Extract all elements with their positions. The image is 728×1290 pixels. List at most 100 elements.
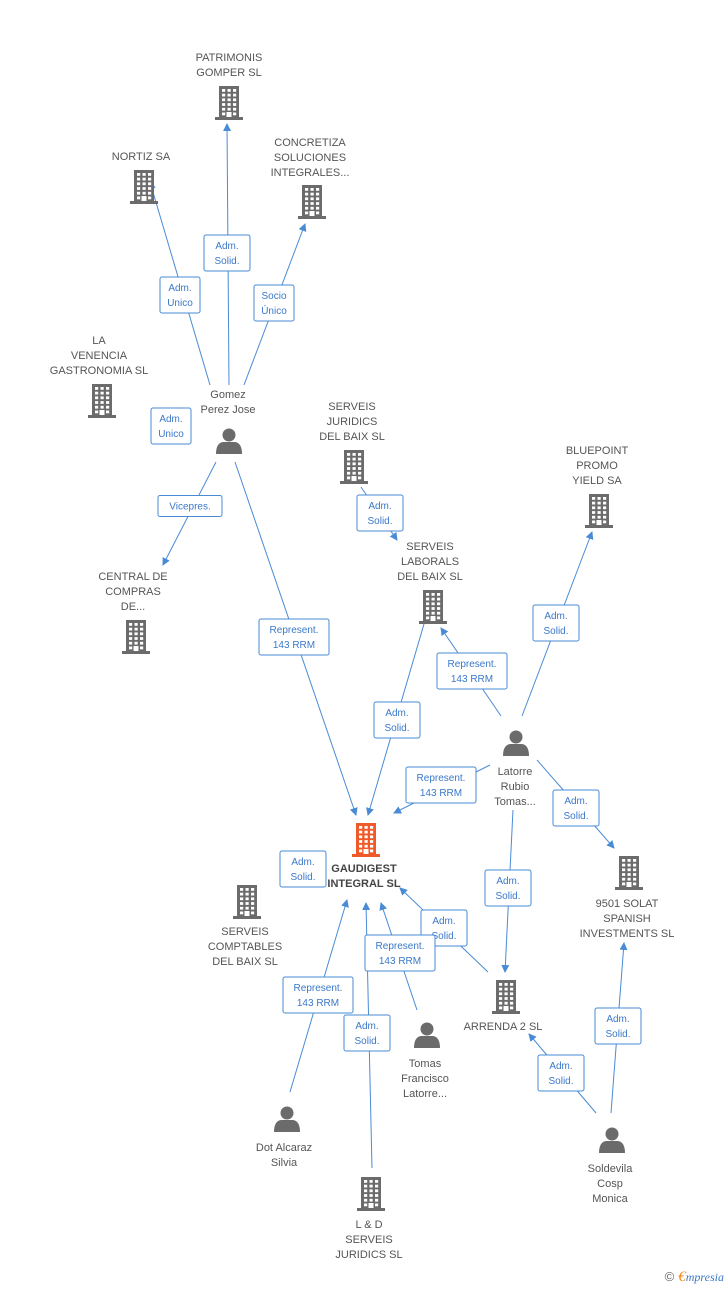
edge-label-text: Represent. <box>270 625 319 636</box>
edge-label[interactable]: Adm.Solid. <box>203 234 251 272</box>
building-icon <box>352 823 380 857</box>
edge-label[interactable]: Adm.Solid. <box>532 604 580 642</box>
edge-label-box <box>537 1054 585 1092</box>
node-label: BLUEPOINT <box>566 445 629 457</box>
edge-label[interactable]: Represent.143 RRM <box>405 766 477 804</box>
edge-label-text: 143 RRM <box>379 956 421 967</box>
edge-label-text: Represent. <box>294 983 343 994</box>
node-label: SERVEIS <box>328 401 376 413</box>
edge-label[interactable]: Represent.143 RRM <box>364 934 436 972</box>
edge-label[interactable]: Adm.Solid. <box>484 869 532 907</box>
node-arrenda[interactable]: ARRENDA 2 SL <box>464 980 543 1033</box>
node-label: L & D <box>355 1219 382 1231</box>
edge-label[interactable]: Adm. Solid. <box>552 789 600 827</box>
nodes-layer: PATRIMONIS GOMPER SL NORTIZ SA CONCRETIZASO… <box>50 52 675 1261</box>
node-label: DE... <box>121 601 145 613</box>
building-icon <box>298 185 326 219</box>
building-icon <box>492 980 520 1014</box>
node-label: INTEGRAL SL <box>327 878 400 890</box>
node-label: Perez Jose <box>200 404 255 416</box>
edge-label-text: Adm. <box>168 283 191 294</box>
edge-label-box <box>157 495 223 517</box>
edge-label-text: Unico <box>167 298 193 309</box>
edge-label-box <box>594 1007 642 1045</box>
edge-label-box <box>343 1014 391 1052</box>
edge-label-text: Adm. <box>606 1014 629 1025</box>
person-icon <box>274 1106 300 1132</box>
node-label: DEL BAIX SL <box>397 571 463 583</box>
node-label: JURIDICS SL <box>335 1249 402 1261</box>
building-icon <box>585 494 613 528</box>
edge-label[interactable]: Represent.143 RRM <box>282 976 354 1014</box>
edge-label-box <box>405 766 477 804</box>
edge-label[interactable]: Adm.Solid. <box>356 494 404 532</box>
node-nortiz[interactable]: NORTIZ SA <box>112 151 171 204</box>
node-label: DEL BAIX SL <box>212 956 278 968</box>
node-label: GAUDIGEST <box>331 863 397 875</box>
edge-label[interactable]: Adm. Unico <box>159 276 201 314</box>
node-latorre[interactable]: LatorreRubioTomas... <box>494 730 536 809</box>
node-label: VENENCIA <box>71 350 128 362</box>
edge-label[interactable]: Vicepres. <box>157 495 223 517</box>
node-label: LABORALS <box>401 556 459 568</box>
brand-initial: € <box>678 1269 686 1285</box>
node-label: SPANISH <box>603 913 651 925</box>
node-label: INVESTMENTS SL <box>580 928 675 940</box>
node-label: Dot Alcaraz <box>256 1142 312 1154</box>
building-icon <box>122 620 150 654</box>
node-central[interactable]: CENTRAL DECOMPRASDE... <box>98 571 168 654</box>
node-label: COMPRAS <box>105 586 161 598</box>
edge-label-box <box>203 234 251 272</box>
edge-label[interactable]: Represent.143 RRM <box>258 618 330 656</box>
edge-label[interactable]: Adm.Solid. <box>343 1014 391 1052</box>
edge-label[interactable]: Adm.Unico <box>150 407 192 445</box>
building-icon <box>215 86 243 120</box>
node-patrimonis[interactable]: PATRIMONIS GOMPER SL <box>196 52 263 120</box>
edges-layer <box>148 123 628 1169</box>
node-concretiza[interactable]: CONCRETIZASOLUCIONESINTEGRALES... <box>271 137 350 219</box>
edge-label-box <box>373 701 421 739</box>
node-gaudigest[interactable]: GAUDIGEST INTEGRAL SL <box>327 823 401 890</box>
node-label: CONCRETIZA <box>274 137 346 149</box>
edge-label-text: Solid. <box>563 811 588 822</box>
building-icon <box>615 856 643 890</box>
edge-label-text: Adm. <box>355 1021 378 1032</box>
edge-label-text: Solid. <box>543 626 568 637</box>
edge-label-text: Solid. <box>548 1076 573 1087</box>
edge-label[interactable]: Adm.Solid. <box>537 1054 585 1092</box>
edge-label[interactable]: Adm.Solid. <box>279 850 327 888</box>
node-label: Gomez <box>210 389 245 401</box>
node-label: ARRENDA 2 SL <box>464 1021 543 1033</box>
node-tomasf[interactable]: TomasFranciscoLatorre... <box>401 1022 449 1101</box>
node-label: GOMPER SL <box>196 67 261 79</box>
edge-label-text: Adm. <box>564 796 587 807</box>
edge-label[interactable]: Adm.Solid. <box>373 701 421 739</box>
edge-label-text: Solid. <box>384 723 409 734</box>
edge-label-box <box>532 604 580 642</box>
node-label: DEL BAIX SL <box>319 431 385 443</box>
node-label: PATRIMONIS <box>196 52 263 64</box>
node-label: Cosp <box>597 1178 623 1190</box>
edge-label[interactable]: Adm. Solid. <box>594 1007 642 1045</box>
edge-label-box <box>436 652 508 690</box>
empresia-logo[interactable]: ©€mpresia <box>665 1269 724 1286</box>
edge-label[interactable]: Represent.143 RRM <box>436 652 508 690</box>
edge-label-text: Solid. <box>605 1029 630 1040</box>
edge-label-text: Solid. <box>290 872 315 883</box>
node-label: Latorre... <box>403 1088 447 1100</box>
edge-label-text: 143 RRM <box>451 674 493 685</box>
edge-label-text: Adm. <box>368 501 391 512</box>
edge-label-text: Represent. <box>417 773 466 784</box>
